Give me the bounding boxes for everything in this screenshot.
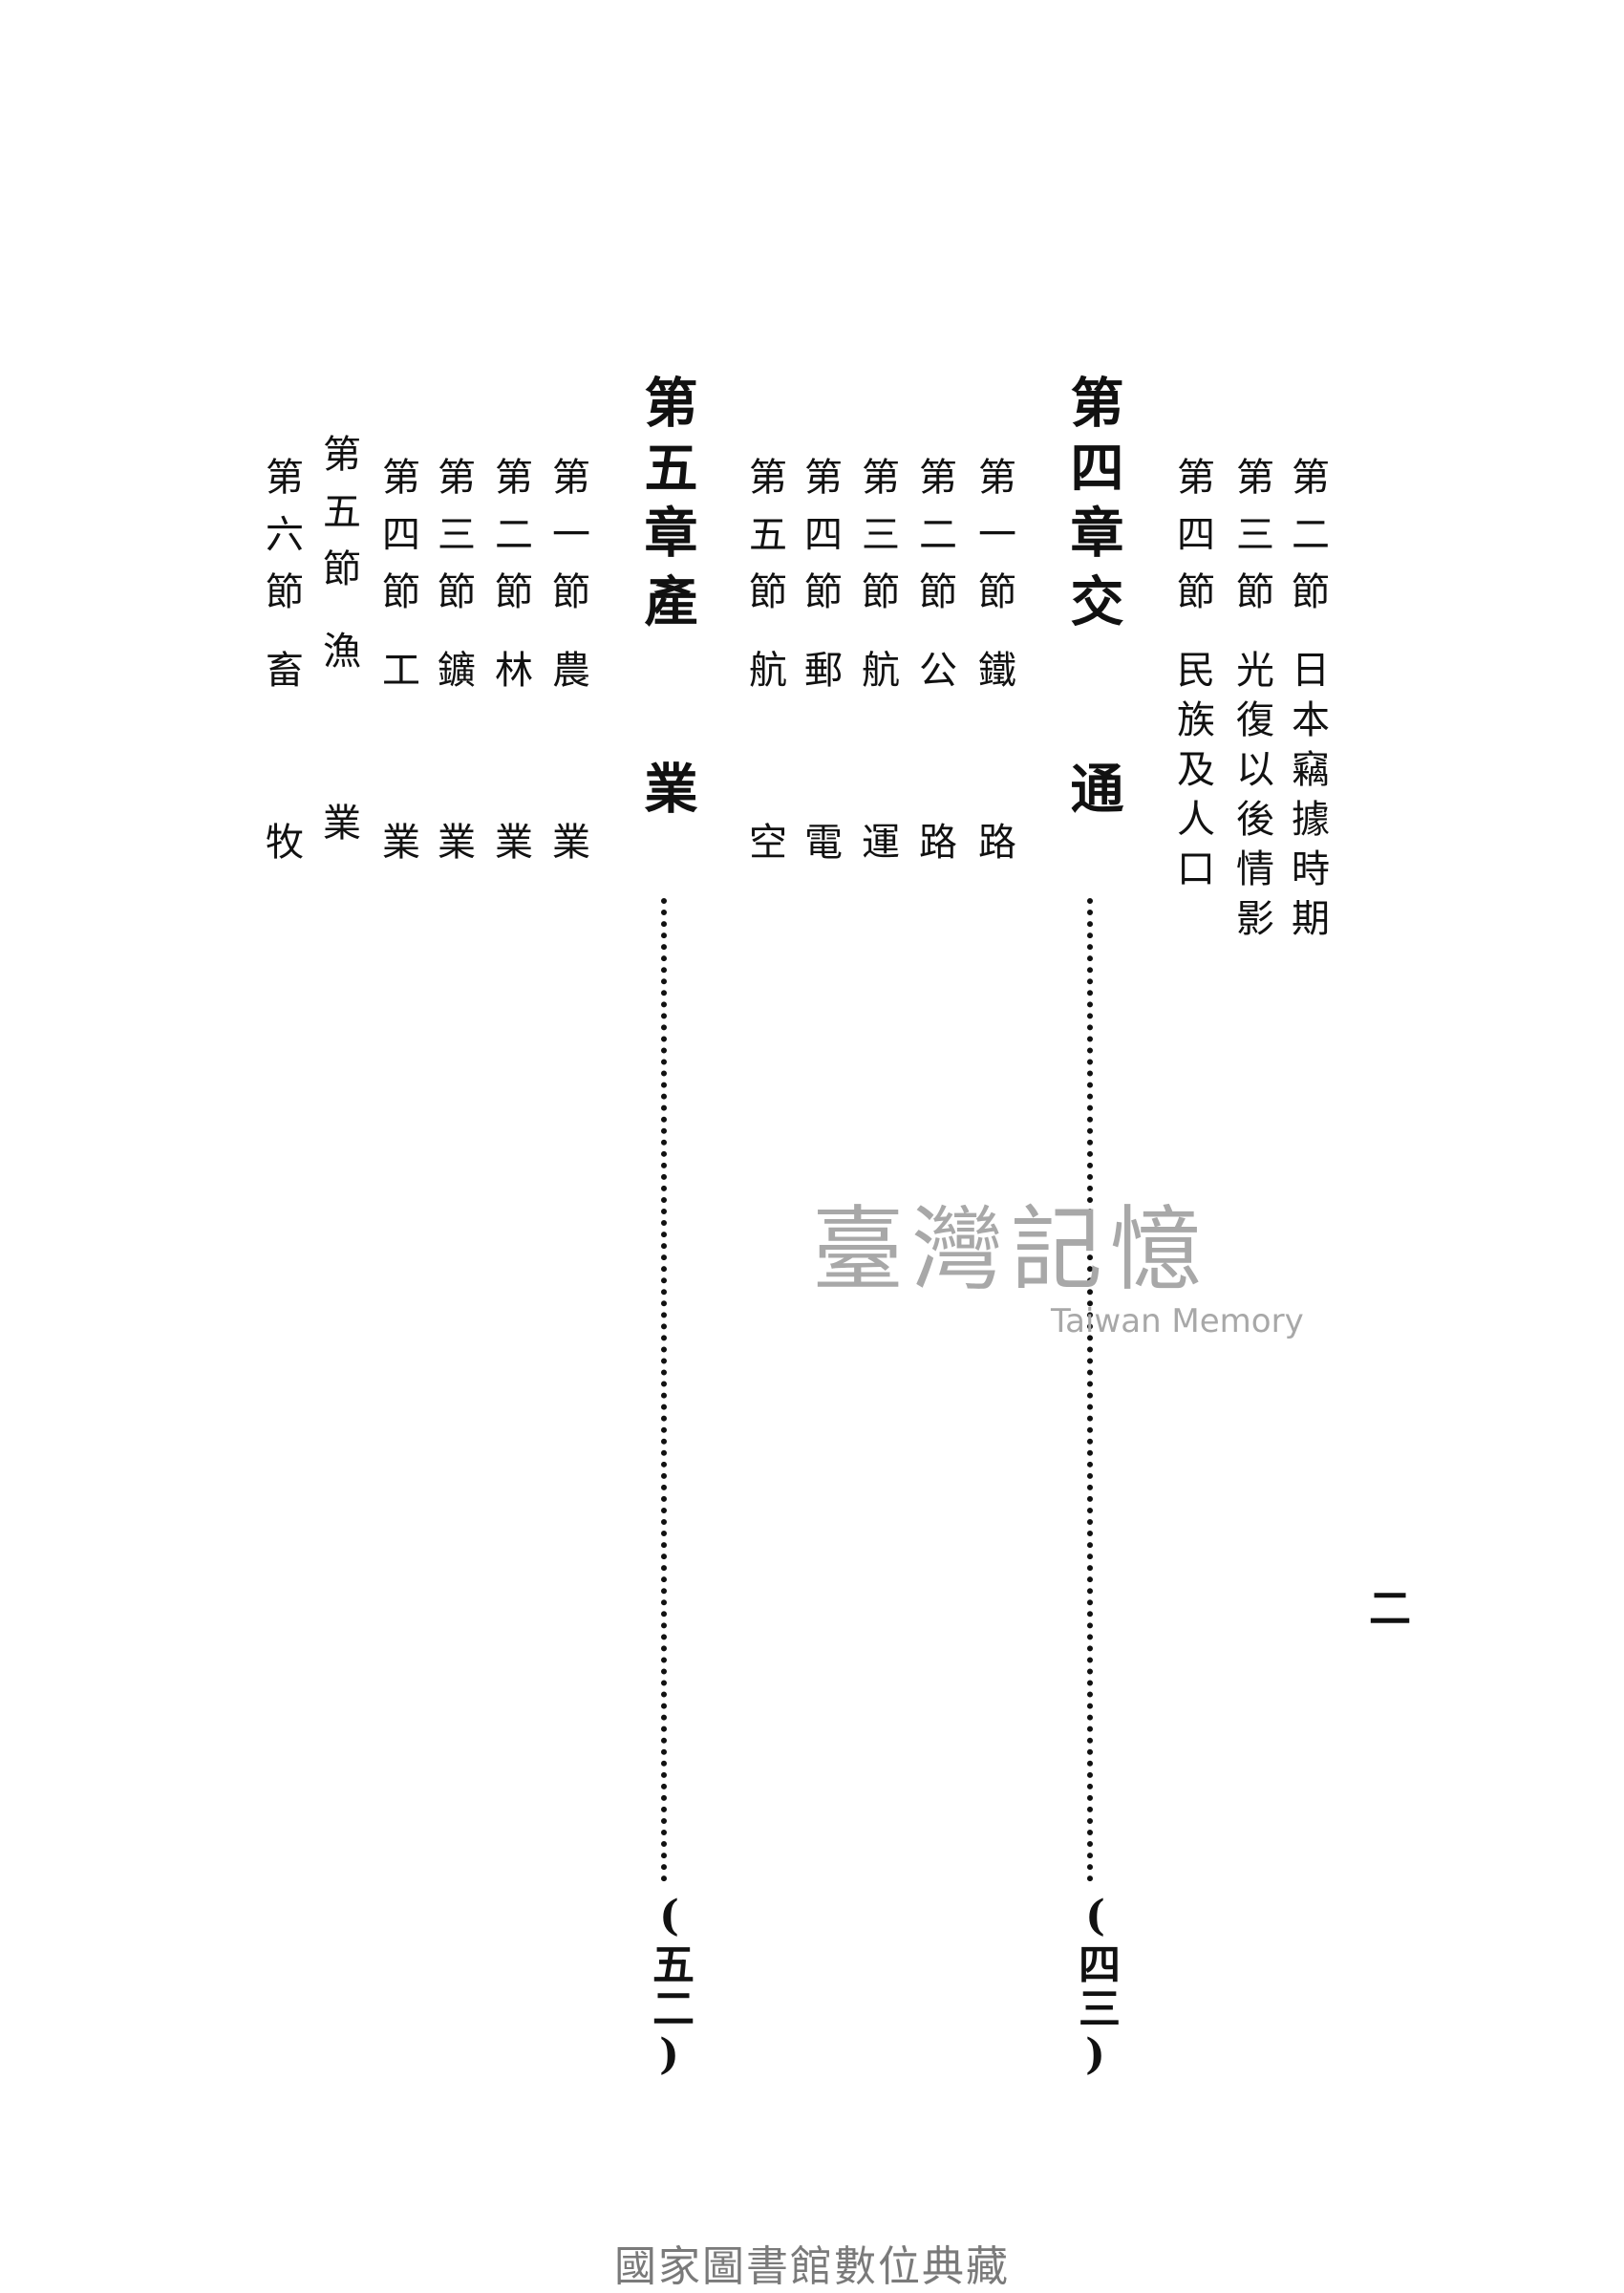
watermark-english: Taiwan Memory: [1051, 1302, 1304, 1340]
section-number: 第三節: [431, 457, 475, 629]
section-title: 民族及人口: [1170, 650, 1214, 898]
section-number: 第三節: [1229, 457, 1273, 629]
section-number: 第四節: [1170, 457, 1214, 629]
section-number: 第二節: [488, 457, 532, 629]
section-number: 第二節: [1285, 457, 1329, 629]
section-number: 第一節: [545, 457, 589, 629]
chapter-title: 交通: [1061, 573, 1124, 948]
section-number: 第二節: [912, 457, 956, 629]
folio-page-number: 二: [1361, 1586, 1410, 1628]
section-number: 第五節: [742, 457, 786, 629]
section-title: 漁業: [316, 631, 360, 975]
section-title: 公路: [912, 650, 956, 994]
section-title: 林業: [488, 650, 532, 994]
watermark-chinese: 臺灣記憶: [812, 1196, 1209, 1303]
section-title: 日本竊據時期: [1285, 650, 1329, 948]
chapter-heading: 第四章: [1061, 375, 1124, 569]
page-reference: (五二): [645, 1892, 694, 2081]
section-title: 畜牧: [259, 650, 303, 994]
chapter-title: 產業: [635, 573, 698, 948]
section-number: 第三節: [855, 457, 899, 629]
chapter-heading: 第五章: [635, 375, 698, 569]
dot-leader: [661, 898, 667, 1882]
section-title: 航運: [855, 650, 899, 994]
section-number: 第五節: [316, 434, 360, 606]
watermark: 臺灣記憶 Taiwan Memory: [812, 1175, 1304, 1340]
section-title: 鐵路: [972, 650, 1015, 994]
section-title: 工業: [375, 650, 419, 994]
section-number: 第一節: [972, 457, 1015, 629]
section-number: 第六節: [259, 457, 303, 629]
section-title: 航空: [742, 650, 786, 994]
section-number: 第四節: [375, 457, 419, 629]
footer-credit: 國家圖書館數位典藏: [614, 2242, 1010, 2291]
section-title: 光復以後情影: [1229, 650, 1273, 948]
section-title: 鑛業: [431, 650, 475, 994]
section-number: 第四節: [798, 457, 842, 629]
dot-leader: [1087, 898, 1093, 1882]
page-reference: (四三): [1071, 1892, 1120, 2081]
section-title: 郵電: [798, 650, 842, 994]
section-title: 農業: [545, 650, 589, 994]
